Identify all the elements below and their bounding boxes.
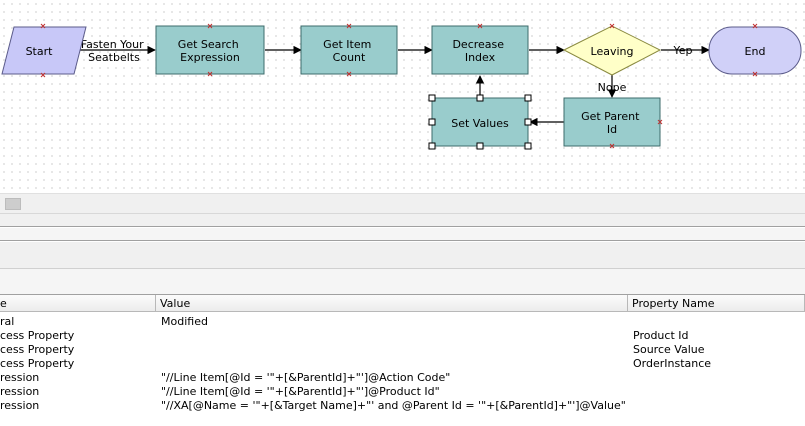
node-decrease-index-line1: Decrease [452,38,504,51]
node-get-item-count-label: Get Item Count [323,38,375,64]
node-get-item-count-line1: Get Item [323,38,371,51]
edge-label-nope: Nope [598,81,627,94]
row-property-name-cell [633,371,803,385]
row-value-cell [161,357,626,371]
panel-toolbar [0,269,805,295]
panel-header [0,242,805,269]
row-value-cell: "//Line Item[@Id = '"+[&ParentId]+"']@Ac… [161,371,451,384]
node-leaving-label: Leaving [591,45,634,58]
node-set-values-label: Set Values [451,117,509,130]
edge-label-fasten-line2: Seatbelts [88,51,140,64]
node-get-item-count-line2: Count [333,51,366,64]
canvas-horizontal-scrollbar[interactable] [0,193,805,214]
row-type-cell: ression [0,399,40,412]
connection-points [40,23,758,149]
edge-label-fasten-line1: Fasten Your [81,38,144,51]
row-value-cell [161,343,626,357]
row-value-cell [161,329,626,343]
scrollbar-thumb[interactable] [5,198,21,210]
process-designer-canvas[interactable]: Fasten Your Seatbelts Yep Nope Start Get… [0,0,805,193]
row-property-name-cell [633,385,803,399]
node-start-label: Start [26,45,54,58]
row-type-cell: ression [0,371,40,384]
row-value-cell: Modified [161,315,208,328]
row-property-name-cell [633,315,803,329]
edge-label-fasten: Fasten Your Seatbelts [81,38,147,64]
node-decrease-index[interactable]: Decrease Index [431,25,529,75]
node-end-label: End [745,45,766,58]
column-header-value[interactable]: Value [156,295,628,312]
row-value-cell: "//XA[@Name = '"+[&Target Name]+"' and @… [161,399,626,412]
node-start[interactable]: Start [1,26,87,75]
row-property-name-cell: Source Value [633,343,705,356]
node-set-values[interactable]: Set Values [428,94,532,150]
row-property-name-cell: OrderInstance [633,357,712,370]
selection-handles[interactable] [428,94,532,150]
node-get-parent-id[interactable]: Get Parent Id [563,97,661,147]
edge-label-yep: Yep [672,44,692,57]
row-type-cell: cess Property [0,357,75,370]
column-header-property-name[interactable]: Property Name [628,295,805,312]
row-type-cell: ral [0,315,15,328]
node-get-search-expression[interactable]: Get Search Expression [155,25,265,75]
node-get-search-expression-label: Get Search Expression [178,38,242,64]
row-property-name-cell: Product Id [633,329,689,342]
node-decrease-index-line2: Index [465,51,496,64]
node-get-parent-id-line1: Get Parent [581,110,640,123]
node-get-parent-id-line2: Id [607,123,617,136]
row-property-name-cell [633,399,803,413]
node-get-item-count[interactable]: Get Item Count [300,25,398,75]
tab-strip [0,228,805,241]
row-type-cell: cess Property [0,343,75,356]
row-type-cell: ression [0,385,40,398]
properties-grid[interactable]: e Value Property Name ral Modified cess … [0,295,805,426]
column-header-type[interactable]: e [0,295,156,312]
row-type-cell: cess Property [0,329,75,342]
node-get-search-expression-line2: Expression [180,51,240,64]
row-value-cell: "//Line Item[@Id = '"+[&ParentId]+"']@Pr… [161,385,440,398]
node-leaving-decision[interactable]: Leaving [562,25,662,76]
toolbar-strip [0,214,805,227]
node-decrease-index-label: Decrease Index [452,38,507,64]
node-end[interactable]: End [708,26,802,75]
node-get-search-expression-line1: Get Search [178,38,239,51]
node-get-parent-id-label: Get Parent Id [581,110,643,136]
